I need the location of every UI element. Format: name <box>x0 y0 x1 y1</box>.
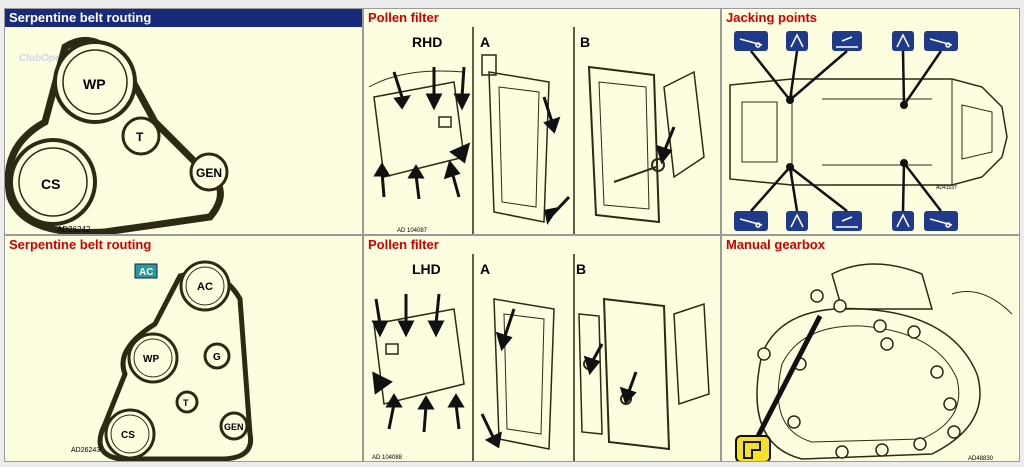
jacking-point-front-right <box>786 163 794 171</box>
pulley-g <box>203 342 231 370</box>
belt-diagram-ac: AC AC WP G T CS GEN AD26243 <box>71 260 254 461</box>
lift-icon <box>832 31 862 51</box>
panel-title: Serpentine belt routing <box>9 237 152 252</box>
label-view-a: A <box>480 34 490 50</box>
gearbox-bolts <box>757 289 961 459</box>
label-gen: GEN <box>196 166 222 180</box>
panel-pollen-filter-bottom[interactable]: Pollen filter LHD A B <box>363 235 721 462</box>
figure-code: AD48830 <box>968 456 994 462</box>
panel-title: Pollen filter <box>368 10 439 25</box>
ac-badge <box>134 263 158 279</box>
watermark-logo: ClubOpel.com <box>19 53 87 64</box>
jacking-point-front-left <box>786 96 794 104</box>
jack-icon <box>734 211 768 231</box>
panel-title: Jacking points <box>726 10 818 25</box>
label-t: T <box>183 398 189 408</box>
label-wp: WP <box>143 354 159 365</box>
pulley-t <box>121 116 161 156</box>
label-g: G <box>213 352 221 363</box>
jack-icon-row-bottom <box>734 211 958 231</box>
ac-badge-label: AC <box>139 267 153 278</box>
figure-code: AD26243 <box>71 447 100 454</box>
gearbox-diagram: AD48830 <box>735 263 1013 462</box>
pulley-cs <box>104 408 156 460</box>
label-t: T <box>136 130 144 144</box>
pulley-gen <box>189 152 229 192</box>
pulley-gen <box>219 411 249 441</box>
jack-icon <box>734 31 768 51</box>
label-view-b: B <box>580 34 590 50</box>
jack-icon <box>924 31 958 51</box>
pulley-ac <box>179 260 231 312</box>
jacking-point-rear-right <box>900 159 908 167</box>
label-view-a: A <box>480 261 490 277</box>
pulley-cs <box>9 138 97 226</box>
label-view-b: B <box>576 261 586 277</box>
label-cs: CS <box>41 176 60 192</box>
pulley-wp <box>53 40 137 124</box>
jack-icon <box>924 211 958 231</box>
car-underbody <box>729 78 1008 186</box>
jacking-points-diagram: AD41537 <box>729 31 1008 231</box>
panel-title: Serpentine belt routing <box>5 9 362 27</box>
panel-manual-gearbox[interactable]: Manual gearbox AD48830 <box>721 235 1020 462</box>
label-rhd: RHD <box>412 34 442 50</box>
figure-code: AD26242 <box>57 225 91 234</box>
panel-jacking-points[interactable]: Jacking points <box>721 8 1020 235</box>
label-lhd: LHD <box>412 261 441 277</box>
pulley-t <box>175 390 199 414</box>
panel-title: Manual gearbox <box>726 237 825 252</box>
label-gen: GEN <box>224 422 244 432</box>
label-wp: WP <box>83 76 106 92</box>
panel-title: Pollen filter <box>368 237 439 252</box>
pulley-wp <box>127 332 179 384</box>
label-ac: AC <box>197 281 213 293</box>
panel-belt-routing-top[interactable]: Serpentine belt routing ClubOpel.com WP … <box>4 8 363 235</box>
jacking-point-rear-left <box>900 101 908 109</box>
gearbox-cover <box>756 307 981 460</box>
panel-belt-routing-bottom[interactable]: Serpentine belt routing AC AC WP G T CS … <box>4 235 363 462</box>
figure-code: AD41537 <box>936 185 957 191</box>
panel-pollen-filter-top[interactable]: Pollen filter RHD A B <box>363 8 721 235</box>
figure-code: AD 104088 <box>372 455 403 461</box>
leader-line <box>751 314 823 446</box>
jack-icon-row-top <box>734 31 958 51</box>
belt-diagram: WP T CS GEN AD26242 <box>5 36 229 234</box>
figure-code: AD 104087 <box>397 228 428 234</box>
label-cs: CS <box>121 430 135 441</box>
pollen-filter-diagram: RHD A B <box>368 27 705 234</box>
lift-icon <box>832 211 862 231</box>
pollen-filter-diagram-lhd: LHD A B <box>371 254 710 461</box>
